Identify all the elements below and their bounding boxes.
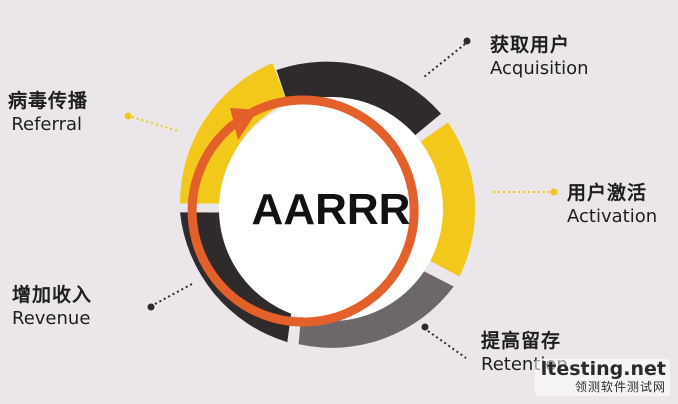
connector-activation xyxy=(490,188,558,196)
label-acquisition-en: Acquisition xyxy=(490,57,589,79)
label-referral: 病毒传播 Referral xyxy=(8,90,88,136)
label-referral-zh: 病毒传播 xyxy=(8,90,89,112)
label-acquisition-zh: 获取用户 xyxy=(490,34,571,56)
watermark: ltesting.net 领测软件测试网 xyxy=(534,357,670,396)
inner-disc xyxy=(219,97,443,321)
label-acquisition: 获取用户 Acquisition xyxy=(490,34,589,80)
center-label: AARRR xyxy=(252,185,411,234)
connector-acquisition xyxy=(423,37,471,78)
label-revenue-zh: 增加收入 xyxy=(12,284,93,306)
connector-revenue xyxy=(147,283,193,311)
label-retention-zh: 提高留存 xyxy=(481,330,562,352)
watermark-domain: ltesting.net xyxy=(540,357,666,380)
inner-cycle-arrow xyxy=(187,95,419,327)
label-activation-en: Activation xyxy=(567,205,658,227)
ring-segment-referral xyxy=(180,62,288,204)
label-revenue-en: Revenue xyxy=(12,307,91,329)
connector-referral xyxy=(124,112,179,132)
watermark-subtitle: 领测软件测试网 xyxy=(574,379,666,394)
label-revenue: 增加收入 Revenue xyxy=(12,284,92,330)
connector-retention xyxy=(421,323,467,359)
ring-segment-revenue xyxy=(180,212,293,343)
label-activation: 用户激活 Activation xyxy=(567,182,657,228)
inner-cycle-arrowhead xyxy=(230,108,258,140)
label-referral-en: Referral xyxy=(11,113,83,135)
label-activation-zh: 用户激活 xyxy=(567,182,648,204)
ring-segment-acquisition xyxy=(276,61,442,138)
